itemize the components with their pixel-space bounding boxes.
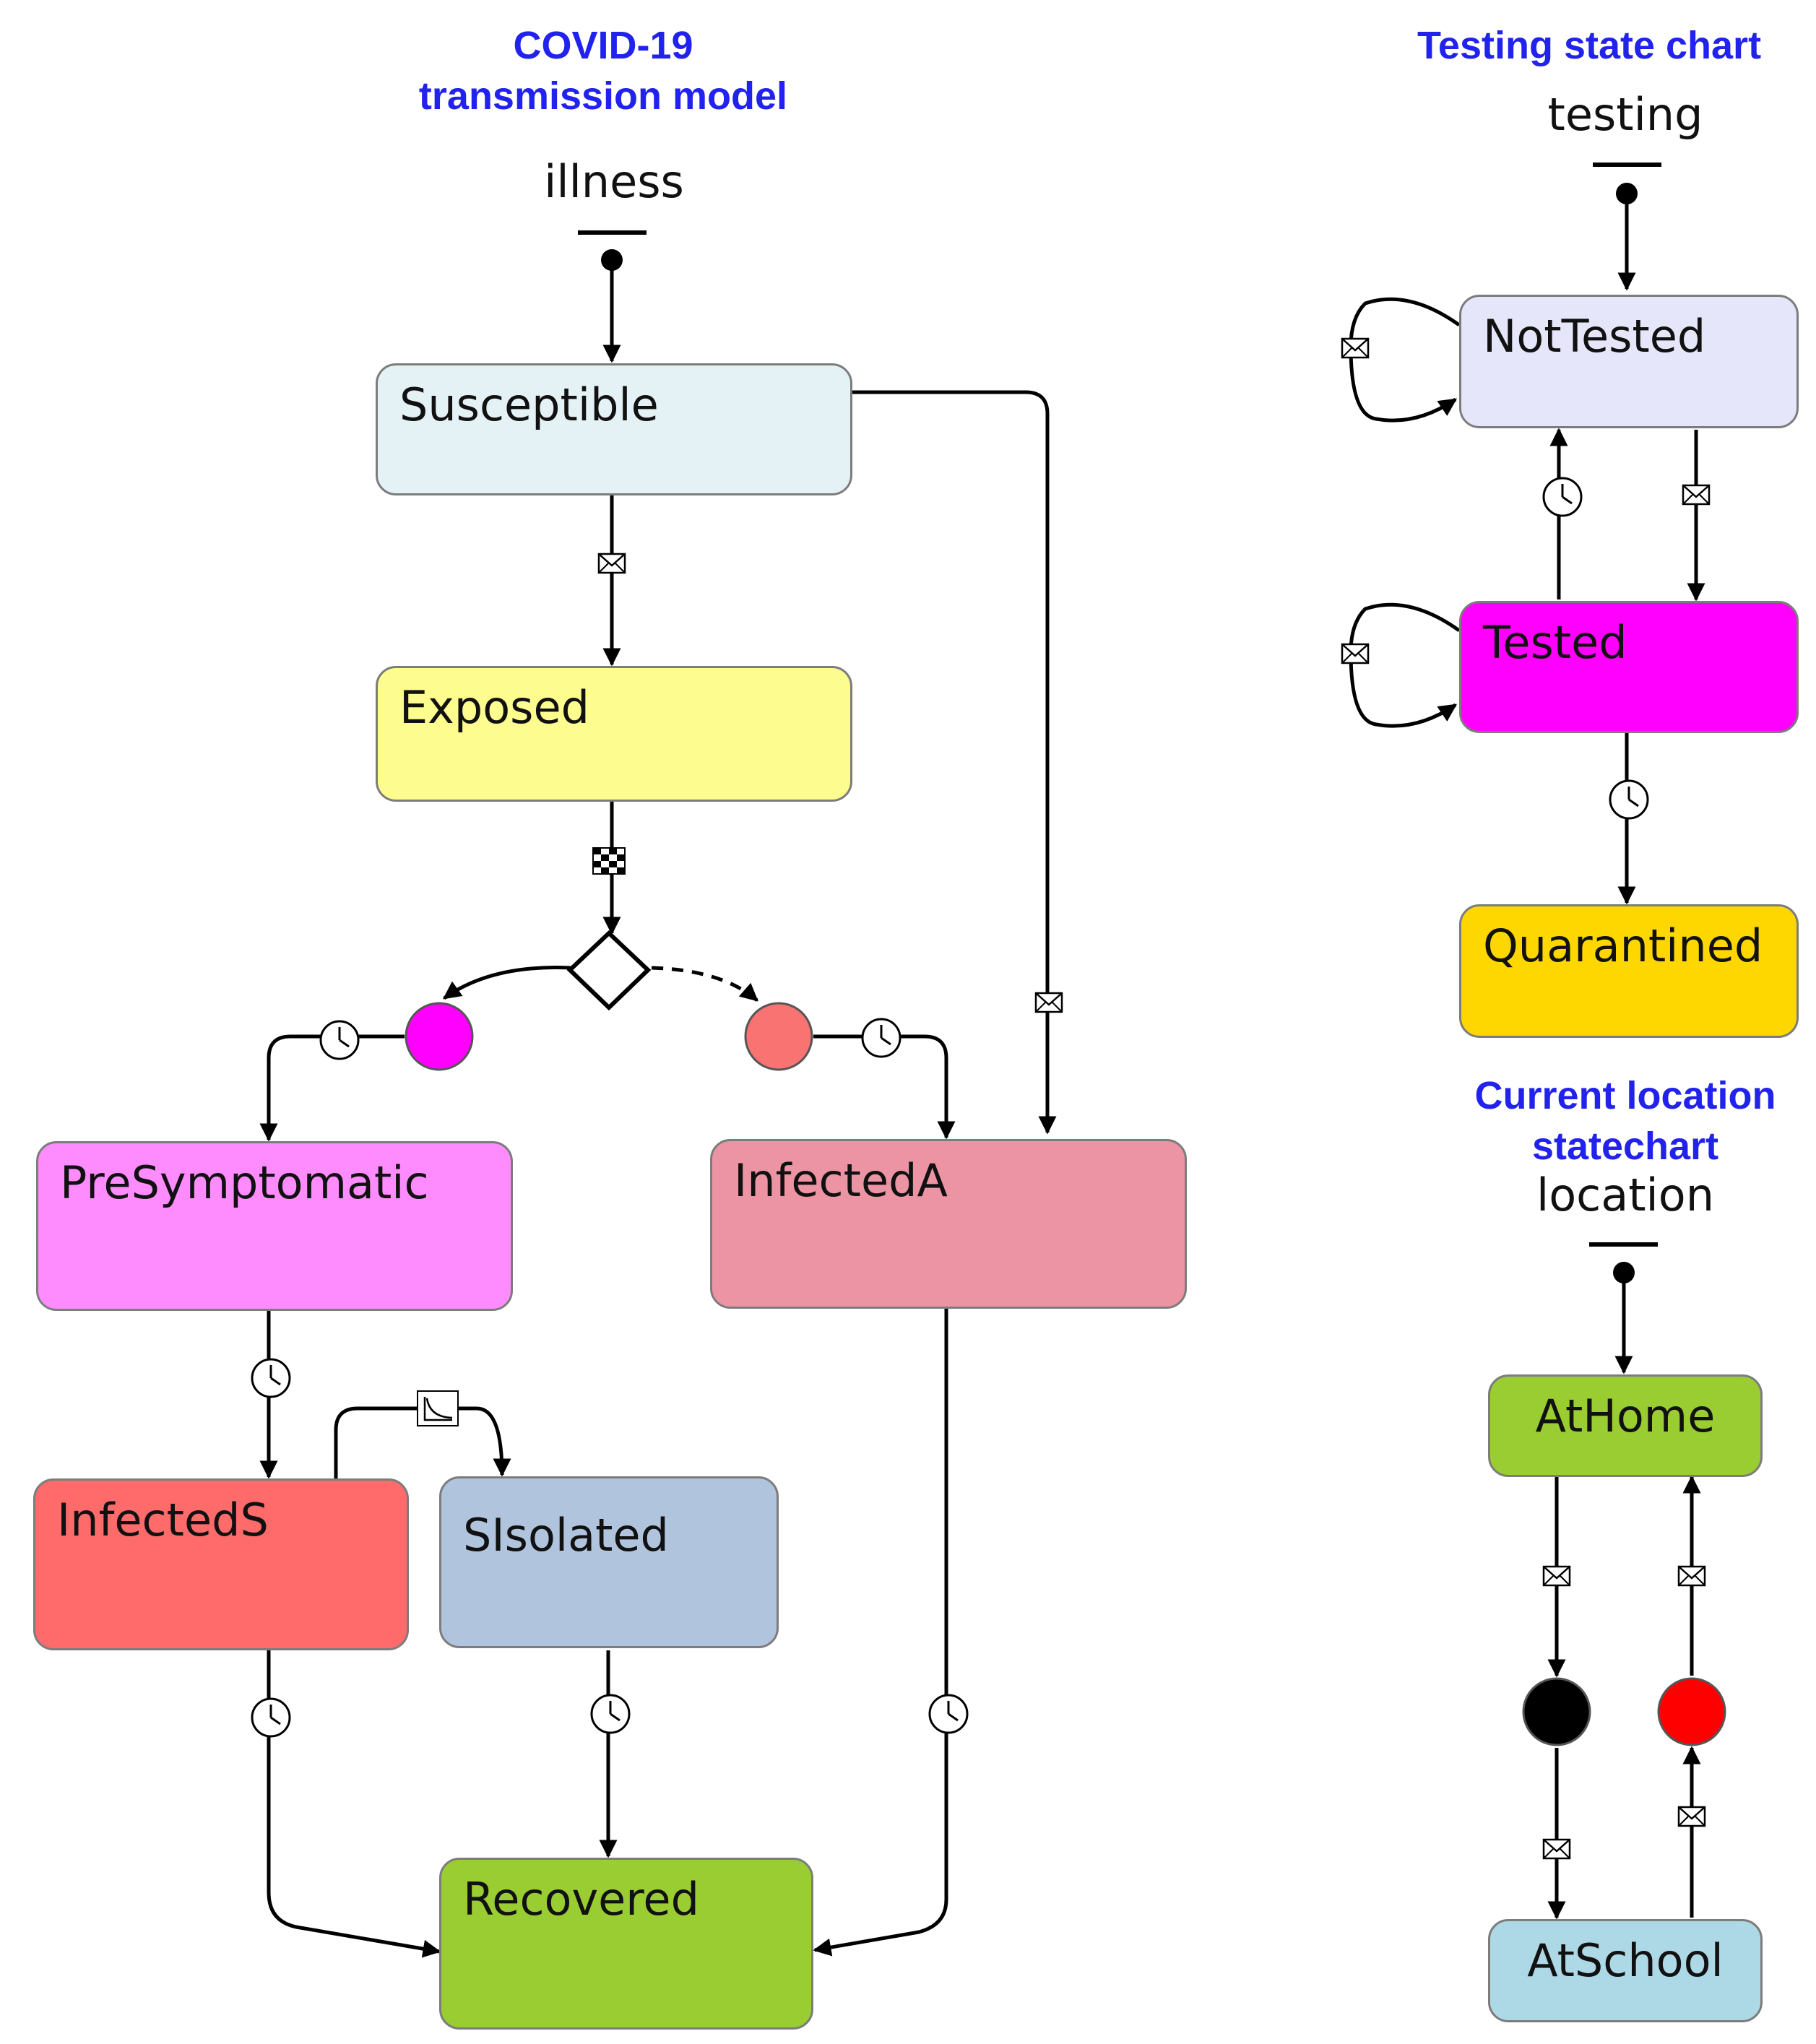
branch-diamond bbox=[566, 930, 652, 1011]
clock-icon bbox=[1609, 779, 1649, 820]
envelope-icon bbox=[1034, 992, 1063, 1013]
location-chart-name: location bbox=[1536, 1169, 1714, 1221]
transition-tested-selfloop bbox=[1349, 602, 1461, 728]
envelope-icon bbox=[1341, 643, 1370, 664]
testing-chart-title: Testing state chart bbox=[1417, 24, 1762, 67]
transition-nottested-selfloop bbox=[1349, 297, 1461, 423]
envelope-icon bbox=[1542, 1565, 1571, 1587]
envelope-icon bbox=[1341, 337, 1370, 359]
illness-title-line2: transmission model bbox=[418, 74, 788, 118]
checkered-flag-icon bbox=[592, 847, 626, 875]
clock-icon bbox=[928, 1694, 969, 1734]
envelope-icon bbox=[597, 553, 626, 574]
clock-icon bbox=[861, 1018, 901, 1058]
state-presymptomatic[interactable]: PreSymptomatic bbox=[36, 1141, 513, 1311]
transition-salmon-infecteda bbox=[813, 1034, 956, 1140]
state-athome[interactable]: AtHome bbox=[1488, 1374, 1763, 1477]
transition-infecteds-sisolated bbox=[334, 1406, 511, 1481]
envelope-icon bbox=[1677, 1565, 1706, 1587]
state-nottested[interactable]: NotTested bbox=[1459, 295, 1799, 428]
transition-branch-left bbox=[442, 966, 571, 1000]
illness-title-line1: COVID-19 bbox=[513, 24, 693, 67]
transition-magenta-presymptomatic bbox=[259, 1034, 405, 1142]
state-sisolated[interactable]: SIsolated bbox=[439, 1476, 779, 1648]
transition-infecteds-recovered bbox=[267, 1650, 441, 1958]
illness-chart-title: COVID-19 transmission model bbox=[383, 20, 823, 121]
location-title-line2: statechart bbox=[1531, 1125, 1719, 1168]
transition-susceptible-infecteda bbox=[851, 390, 1057, 1135]
state-infecteds[interactable]: InfectedS bbox=[33, 1478, 409, 1650]
rate-curve-icon bbox=[416, 1390, 459, 1427]
clock-icon bbox=[1542, 477, 1583, 517]
transition-branch-right bbox=[651, 966, 758, 1002]
state-infecteda[interactable]: InfectedA bbox=[710, 1139, 1187, 1309]
state-susceptible[interactable]: Susceptible bbox=[376, 363, 852, 495]
clock-icon bbox=[251, 1697, 291, 1738]
transition-infecteda-recovered bbox=[813, 1309, 948, 1957]
branch-circle-salmon bbox=[744, 1002, 813, 1071]
state-recovered[interactable]: Recovered bbox=[439, 1858, 813, 2030]
branch-circle-magenta bbox=[405, 1002, 474, 1071]
testing-chart-name: testing bbox=[1547, 88, 1703, 141]
location-chart-title: Current location statechart bbox=[1445, 1070, 1806, 1172]
location-title-line1: Current location bbox=[1474, 1074, 1776, 1117]
state-atschool[interactable]: AtSchool bbox=[1488, 1919, 1763, 2022]
envelope-icon bbox=[1542, 1838, 1571, 1860]
clock-icon bbox=[319, 1020, 360, 1060]
envelope-icon bbox=[1677, 1806, 1706, 1827]
clock-icon bbox=[251, 1358, 291, 1398]
state-quarantined[interactable]: Quarantined bbox=[1459, 904, 1799, 1038]
state-exposed[interactable]: Exposed bbox=[376, 666, 852, 802]
state-tested[interactable]: Tested bbox=[1459, 601, 1799, 733]
branch-circle-red bbox=[1657, 1677, 1726, 1746]
clock-icon bbox=[590, 1694, 631, 1734]
illness-chart-name: illness bbox=[544, 155, 684, 208]
envelope-icon bbox=[1682, 484, 1711, 506]
branch-circle-black bbox=[1522, 1677, 1591, 1746]
